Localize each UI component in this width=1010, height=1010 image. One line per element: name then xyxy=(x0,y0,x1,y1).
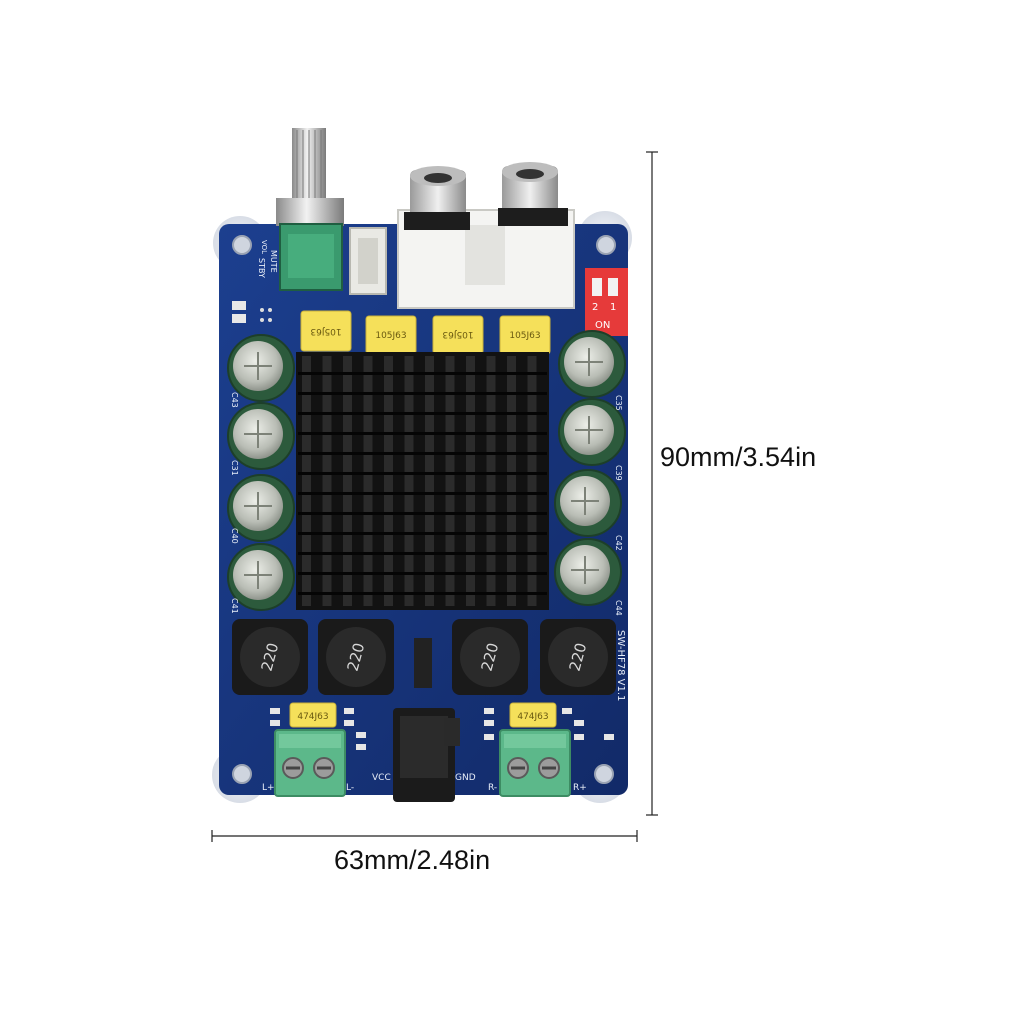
film-cap-bottom-label-2: 474J63 xyxy=(517,712,548,722)
label-vcc: VCC xyxy=(372,773,391,783)
film-cap-bottom-label-1: 474J63 xyxy=(297,712,328,722)
height-dimension-line xyxy=(646,151,658,816)
label-gnd: GND xyxy=(455,773,476,783)
status-led xyxy=(232,301,272,323)
speaker-terminal-left xyxy=(274,729,346,797)
board-model-label: SW-HF78 V1.1 xyxy=(615,630,626,701)
label-stby: STBY xyxy=(257,258,266,278)
label-l-plus: L+ xyxy=(262,783,275,793)
cap-label-right-1: C35 xyxy=(614,395,623,411)
capacitor-silk-labels: C43 C31 C40 C41 C35 C39 C42 C44 xyxy=(230,392,623,616)
width-dimension-line xyxy=(211,830,638,842)
label-r-plus: R+ xyxy=(573,783,587,793)
film-capacitors-bottom: 474J63 474J63 xyxy=(289,702,557,728)
cap-label-right-4: C44 xyxy=(614,600,623,616)
dip-switch: 2 1 ON xyxy=(585,268,628,336)
power-inductors: 220 220 220 220 xyxy=(232,619,616,695)
diode xyxy=(414,638,432,688)
film-cap-label-4: 105J63 xyxy=(509,331,540,341)
cap-label-left-2: C31 xyxy=(230,460,239,476)
film-capacitors-top: 105J63 105J63 105J63 105J63 xyxy=(300,310,551,355)
cap-label-left-1: C43 xyxy=(230,392,239,408)
heatsink xyxy=(296,352,549,610)
mounting-holes xyxy=(232,235,616,784)
jst-connector xyxy=(349,227,387,295)
film-cap-label-1: 105J63 xyxy=(310,326,341,336)
smd-components xyxy=(270,708,614,750)
dip-number-2: 2 xyxy=(592,302,598,313)
label-mute: MUTE xyxy=(269,250,278,273)
label-vol: VOL xyxy=(260,240,268,254)
cap-label-left-4: C41 xyxy=(230,598,239,614)
label-r-minus: R- xyxy=(488,783,497,793)
speaker-terminal-right xyxy=(499,729,571,797)
cap-label-right-3: C42 xyxy=(614,535,623,551)
dc-power-jack xyxy=(393,708,460,802)
height-dimension-label: 90mm/3.54in xyxy=(660,442,817,472)
cap-label-left-3: C40 xyxy=(230,528,239,544)
volume-potentiometer xyxy=(276,128,344,291)
rca-input-jacks xyxy=(397,162,575,309)
dip-on-label: ON xyxy=(595,320,610,331)
electrolytic-capacitors xyxy=(227,330,626,611)
dip-number-1: 1 xyxy=(610,302,616,313)
film-cap-label-3: 105J63 xyxy=(442,329,473,339)
label-l-minus: L- xyxy=(346,783,354,793)
cap-label-right-2: C39 xyxy=(614,465,623,481)
width-dimension-label: 63mm/2.48in xyxy=(334,845,491,875)
film-cap-label-2: 105J63 xyxy=(375,331,406,341)
